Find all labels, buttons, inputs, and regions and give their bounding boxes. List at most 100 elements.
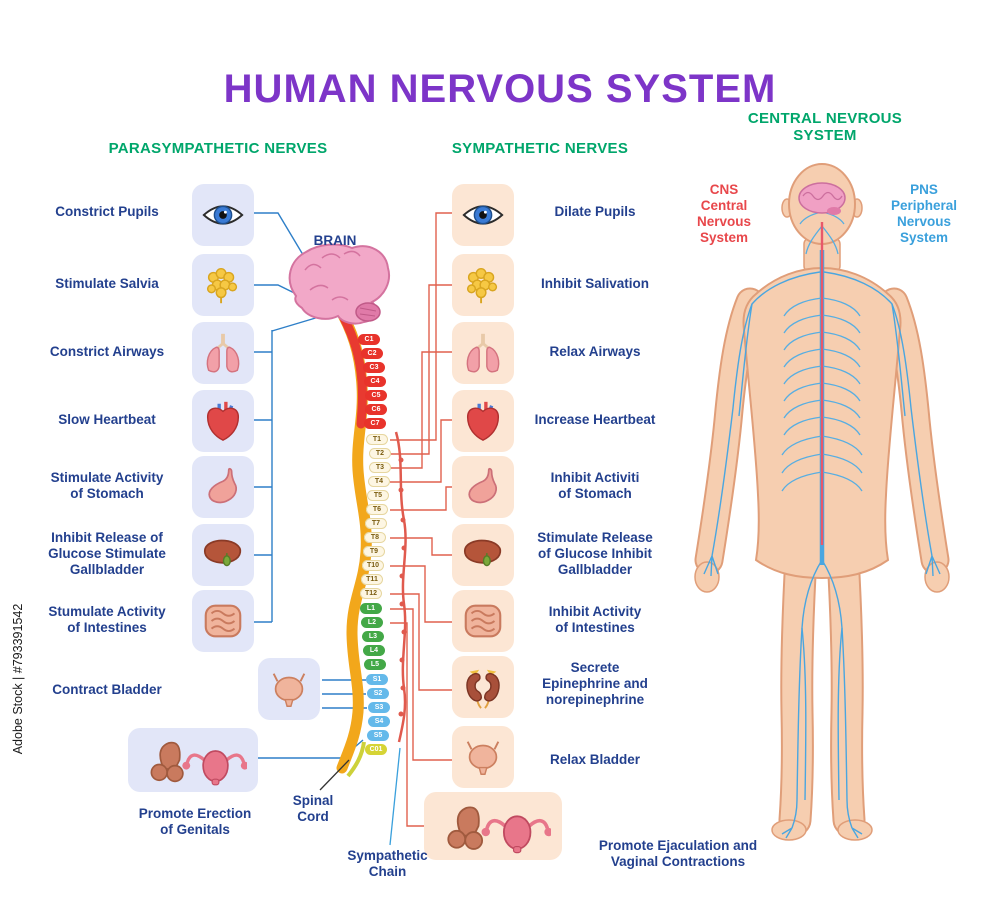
- sympathetic-item-label: Promote Ejaculation and Vaginal Contract…: [598, 838, 758, 869]
- sympathetic-item-label: Inhibit Activity of Intestines: [548, 604, 642, 635]
- pns-label: PNS Peripheral Nervous System: [890, 182, 958, 245]
- vertebra-pill: L1: [360, 603, 382, 614]
- vertebra-pill: C2: [361, 348, 383, 359]
- lungs-icon: [460, 330, 506, 376]
- sympathetic-icon-box: [452, 390, 514, 452]
- vertebra-pill: L2: [361, 617, 383, 628]
- sympathetic-icon-box: [452, 726, 514, 788]
- cervical-cord-segment: [339, 313, 367, 429]
- parasympathetic-icon-box: [192, 322, 254, 384]
- body-nerves: [703, 182, 941, 839]
- intestines-icon: [200, 598, 246, 644]
- parasympathetic-icon-box: [192, 590, 254, 652]
- filum-terminale: [346, 741, 366, 778]
- bladder-icon: [266, 666, 312, 712]
- parasympathetic-item-label: Inhibit Release of Glucose Stimulate Gal…: [48, 530, 166, 577]
- stomach-icon: [200, 464, 246, 510]
- parasympathetic-icon-box: [192, 390, 254, 452]
- parasympathetic-item-label: Stimulate Activity of Stomach: [50, 470, 164, 501]
- vertebra-pill: T12: [360, 588, 382, 599]
- vertebra-pill: T11: [361, 574, 383, 585]
- bladder-icon: [460, 734, 506, 780]
- vertebra-pill: S4: [368, 716, 390, 727]
- parasympathetic-icon-box: [192, 254, 254, 316]
- kidneys-icon: [460, 664, 506, 710]
- vertebra-pill: T6: [366, 504, 388, 515]
- sympathetic-lines: [390, 212, 452, 827]
- sympathetic-icon-box: [452, 590, 514, 652]
- sympathetic-item-label: Dilate Pupils: [554, 204, 636, 219]
- genitals-icon: [433, 797, 553, 855]
- vertebra-pill: C5: [365, 390, 387, 401]
- vertebra-pill: T7: [365, 518, 387, 529]
- parasympathetic-item-label: Constrict Pupils: [55, 204, 159, 219]
- vertebra-pill: L4: [363, 645, 385, 656]
- sympathetic-item-label: Stimulate Release of Glucose Inhibit Gal…: [537, 530, 653, 577]
- vertebra-pill: C1: [358, 334, 380, 345]
- page-title: HUMAN NERVOUS SYSTEM: [223, 66, 777, 111]
- brain-label: BRAIN: [313, 233, 357, 248]
- sympathetic-item-label: Inhibit Salivation: [540, 276, 649, 291]
- sympathetic-header: SYMPATHETIC NERVES: [451, 140, 629, 157]
- eye-icon: [460, 192, 506, 238]
- sympathetic-icon-box: [452, 184, 514, 246]
- salivary-glands-icon: [460, 262, 506, 308]
- vertebra-pill: C6: [365, 404, 387, 415]
- parasympathetic-item-label: Slow Heartbeat: [58, 412, 156, 427]
- intestines-icon: [460, 598, 506, 644]
- brain-illustration: [288, 243, 390, 325]
- vertebra-pill: T10: [362, 560, 384, 571]
- cns-label: CNS Central Nervous System: [696, 182, 752, 245]
- watermark: Adobe Stock | #793391542: [11, 603, 25, 755]
- sympathetic-item-label: Inhibit Activiti of Stomach: [550, 470, 640, 501]
- vertebra-pill: S5: [367, 730, 389, 741]
- sympathetic-item-label: Increase Heartbeat: [534, 412, 656, 427]
- body-figure: [694, 163, 950, 841]
- spinal-cord-label: Spinal Cord: [292, 793, 334, 824]
- cns-header: CENTRAL NEVROUS SYSTEM: [747, 110, 903, 144]
- parasympathetic-icon-box: [192, 456, 254, 518]
- parasympathetic-icon-box: [192, 184, 254, 246]
- vertebra-pill: L3: [362, 631, 384, 642]
- genitals-icon: [137, 733, 249, 787]
- sympathetic-chain: [394, 431, 407, 743]
- spinal-cord-diagram: [253, 212, 452, 846]
- parasympathetic-icon-box: [258, 658, 320, 720]
- parasympathetic-item-label: Stumulate Activity of Intestines: [48, 604, 166, 635]
- parasympathetic-icon-box: [128, 728, 258, 792]
- sympathetic-icon-box: [452, 322, 514, 384]
- parasympathetic-item-label: Promote Erection of Genitals: [138, 806, 252, 837]
- parasympathetic-item-label: Constrict Airways: [49, 344, 165, 359]
- vertebra-pill: T9: [363, 546, 385, 557]
- sympathetic-icon-box: [452, 656, 514, 718]
- vertebra-pill: T1: [366, 434, 388, 445]
- vertebra-pill: C3: [363, 362, 385, 373]
- parasympathetic-item-label: Stimulate Salvia: [55, 276, 159, 291]
- sympathetic-icon-box: [452, 456, 514, 518]
- sympathetic-item-label: Relax Bladder: [549, 752, 641, 767]
- vertebra-pill: L5: [364, 659, 386, 670]
- liver-icon: [460, 532, 506, 578]
- sympathetic-chain-label: Sympathetic Chain: [347, 848, 428, 879]
- stomach-icon: [460, 464, 506, 510]
- sympathetic-item-label: Secrete Epinephrine and norepinephrine: [542, 660, 648, 707]
- sympathetic-icon-box: [452, 524, 514, 586]
- vertebra-pill: T3: [369, 462, 391, 473]
- vertebra-pill: C01: [365, 744, 387, 755]
- heart-icon: [200, 398, 246, 444]
- spinal-cord-pointer: [319, 759, 350, 791]
- vertebra-pill: S2: [367, 688, 389, 699]
- sympathetic-item-label: Relax Airways: [549, 344, 641, 359]
- liver-icon: [200, 532, 246, 578]
- heart-icon: [460, 398, 506, 444]
- vertebra-pill: T5: [367, 490, 389, 501]
- vertebra-pill: S3: [368, 702, 390, 713]
- vertebra-pill: C4: [364, 376, 386, 387]
- eye-icon: [200, 192, 246, 238]
- parasympathetic-header: PARASYMPATHETIC NERVES: [108, 140, 328, 157]
- sympathetic-icon-box: [424, 792, 562, 860]
- lungs-icon: [200, 330, 246, 376]
- parasympathetic-icon-box: [192, 524, 254, 586]
